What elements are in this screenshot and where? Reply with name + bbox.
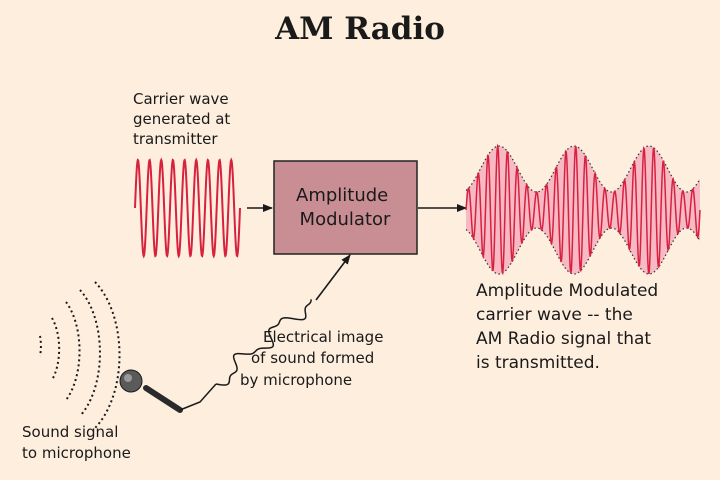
- am-output-label-line: AM Radio signal that: [476, 329, 651, 349]
- carrier-wave: [134, 157, 241, 259]
- am-output-label: Amplitude Modulated carrier wave -- the …: [476, 281, 664, 373]
- page-title: AM Radio: [274, 11, 445, 47]
- am-modulated-wave: [465, 143, 701, 276]
- am-output-label-line: Amplitude Modulated: [476, 281, 658, 301]
- amplitude-modulator-box: [273, 160, 418, 255]
- sound-signal-label-line: to microphone: [22, 444, 131, 462]
- sound-signal-label-line: Sound signal: [22, 423, 118, 441]
- signal-to-modulator-arrow: [315, 254, 351, 301]
- carrier-wave-label-line: Carrier wave: [133, 90, 229, 108]
- microphone-cable: [179, 383, 217, 411]
- electrical-image-label-line: by microphone: [240, 371, 352, 389]
- microphone-icon: [119, 369, 183, 413]
- electrical-image-label: Electrical image of sound formed by micr…: [240, 328, 388, 389]
- sound-wave-arcs-icon: [39, 281, 121, 429]
- amplitude-modulator-label-line: Modulator: [300, 209, 391, 230]
- am-output-label-line: carrier wave -- the: [476, 305, 633, 325]
- amplitude-modulator-label-line: Amplitude: [296, 185, 388, 206]
- sound-signal-label: Sound signal to microphone: [22, 423, 131, 462]
- electrical-signal-wave: [215, 299, 312, 386]
- am-output-label-line: is transmitted.: [476, 353, 600, 373]
- carrier-wave-label-line: generated at: [133, 110, 230, 128]
- amplitude-modulator-label: Amplitude Modulator: [296, 185, 394, 230]
- carrier-wave-label-line: transmitter: [133, 130, 218, 148]
- electrical-image-label-line: Electrical image: [263, 328, 383, 346]
- electrical-image-label-line: of sound formed: [251, 349, 374, 367]
- carrier-wave-label: Carrier wave generated at transmitter: [133, 90, 235, 148]
